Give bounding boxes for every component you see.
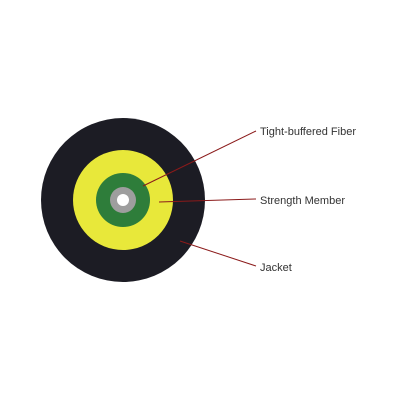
fiber-core [117, 194, 129, 206]
fiber-label: Tight-buffered Fiber [260, 126, 356, 138]
fiber-leader-line [142, 130, 257, 187]
strength-member-label: Strength Member [260, 195, 345, 207]
jacket-leader-line [179, 240, 257, 267]
jacket-label: Jacket [260, 262, 292, 274]
strength-member-leader-line [158, 198, 257, 203]
